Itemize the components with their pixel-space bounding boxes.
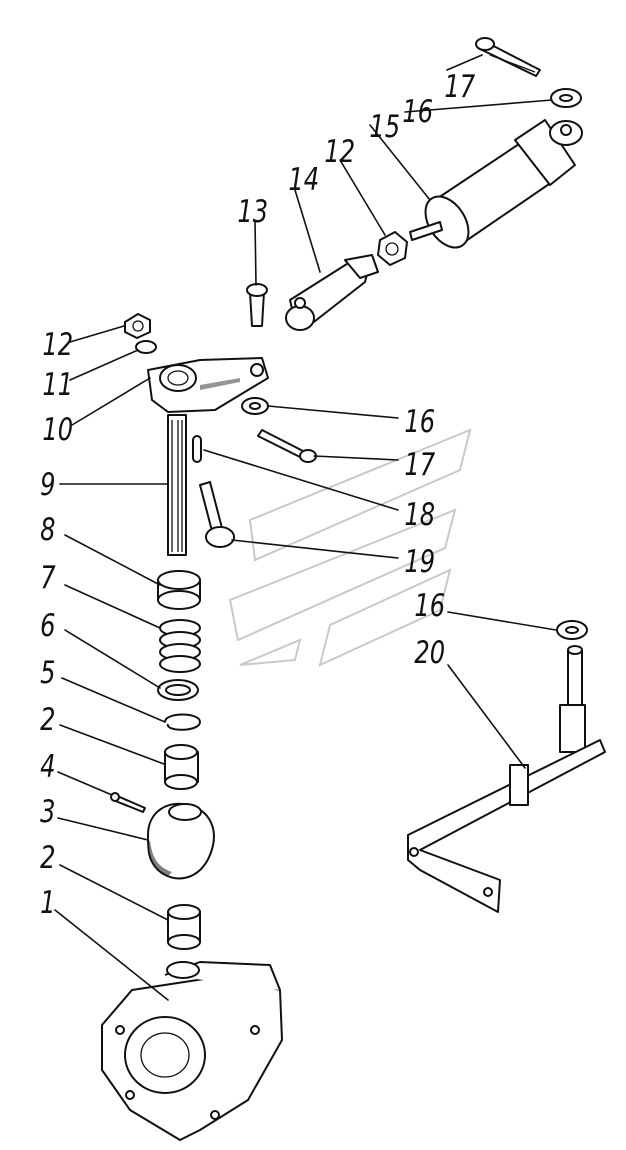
callout-2-lower: 2 (40, 839, 55, 876)
part-12-nut-left (124, 313, 151, 339)
callout-15: 15 (369, 108, 400, 145)
part-18-key (192, 435, 202, 463)
part-7-spring (159, 619, 201, 673)
callout-7: 7 (40, 559, 56, 596)
callout-17-top: 17 (444, 68, 475, 105)
part-15-cylinder (409, 119, 583, 249)
callout-20: 20 (414, 634, 445, 671)
callout-4: 4 (40, 748, 55, 785)
callout-13: 13 (237, 193, 268, 230)
callout-5: 5 (40, 654, 55, 691)
callout-18: 18 (404, 496, 435, 533)
part-16-washer-middle (241, 397, 269, 415)
part-16-washer-right (556, 620, 588, 640)
leader-lines (54, 54, 557, 1001)
callout-16-top: 16 (402, 93, 433, 130)
part-17-cotter-pin-top (475, 37, 541, 77)
part-11-spring-washer (135, 340, 157, 354)
callout-17-middle: 17 (404, 446, 435, 483)
callout-10: 10 (42, 411, 73, 448)
part-2-bushing-upper (164, 744, 199, 790)
part-5-retaining-ring (164, 713, 201, 731)
part-19-bolt (199, 481, 235, 548)
part-9-splined-shaft (167, 414, 187, 556)
callout-12-top: 12 (324, 133, 355, 170)
callout-1: 1 (40, 884, 55, 921)
callout-8: 8 (40, 511, 55, 548)
part-4-small-pin (110, 792, 146, 813)
part-16-washer-top (550, 88, 582, 108)
callout-2-upper: 2 (40, 701, 55, 738)
part-6-washer (157, 679, 199, 701)
part-3-housing (147, 802, 215, 880)
part-13-pin (246, 283, 268, 327)
callout-11: 11 (42, 366, 73, 403)
callout-12-left: 12 (42, 326, 73, 363)
callout-16-middle: 16 (404, 403, 435, 440)
part-12-nut-top (377, 231, 408, 266)
part-2-bushing-lower (167, 904, 201, 950)
callout-3: 3 (40, 793, 55, 830)
callout-16-right: 16 (414, 587, 445, 624)
callout-6: 6 (40, 607, 55, 644)
callout-labels: 17 16 15 12 14 13 12 11 10 16 17 9 18 8 … (40, 68, 475, 921)
part-8-bushing (157, 570, 201, 610)
callout-9: 9 (40, 466, 55, 503)
part-1-flange-body (101, 961, 283, 1141)
part-10-lever-arm (147, 357, 269, 413)
part-14-fork-lever (285, 254, 379, 331)
part-17-cotter-pin-middle (257, 429, 317, 463)
callout-14: 14 (288, 161, 319, 198)
part-20-bracket (407, 645, 606, 913)
callout-19: 19 (404, 543, 435, 580)
